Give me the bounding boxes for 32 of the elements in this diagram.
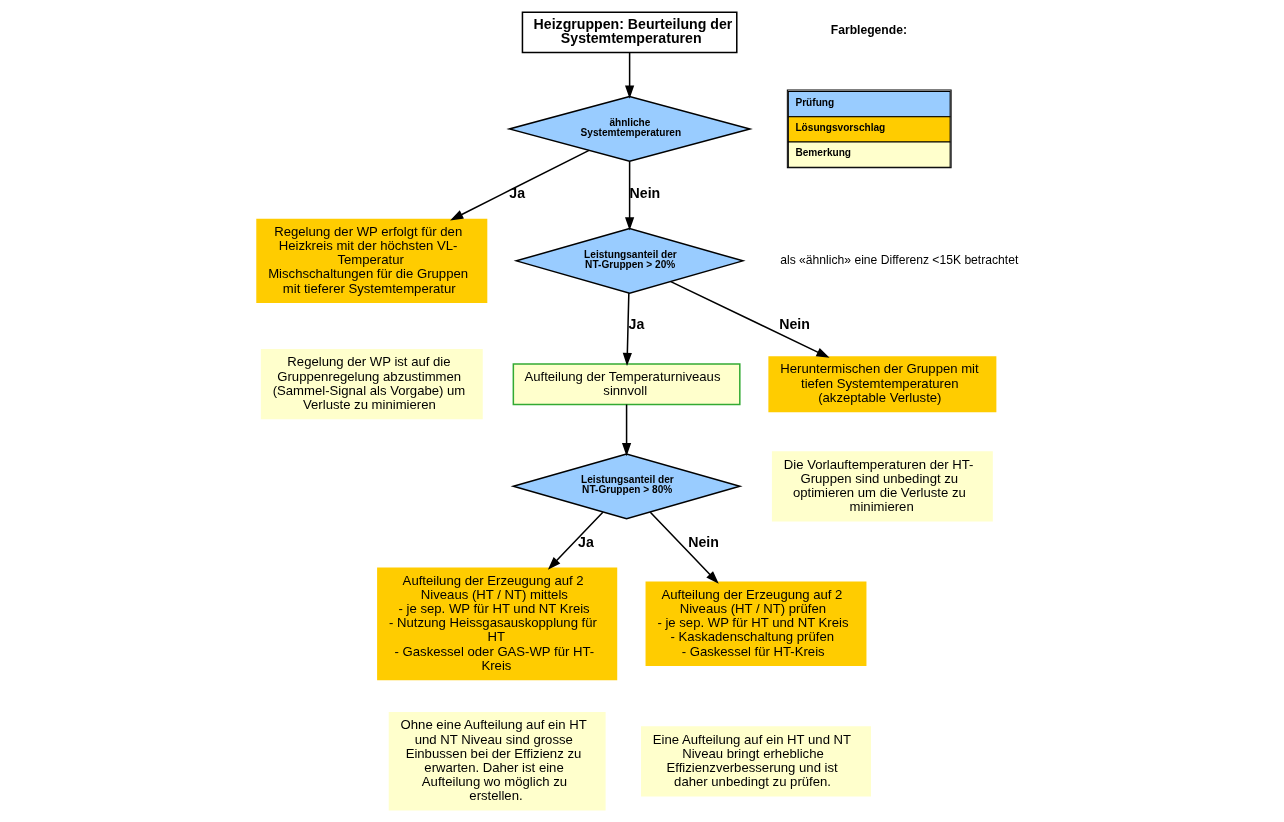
edge-label: Nein [688,534,719,551]
edge-label: Nein [629,185,661,202]
node-box: Aufteilung der Erzeugung auf 2 Niveaus (HT / NT) mittels - je sep. WP für HT und NT Kreis - Nutzung Heissgasauskopplung für HT - Gaskessel oder GAS-WP für HT-Kreis [377,567,618,681]
arrow [670,280,830,358]
node-box: Die Vorlauftemperaturen der HT-Gruppen sind unbedingt zu optimieren um die Verluste zu minimieren [771,451,993,522]
node-box: Ohne eine Aufteilung auf ein HT und NT Niveau sind grosse Einbussen bei der Effizienz zu erwarten. Daher ist eine Aufteilung wo möglich zu erstellen. [388,712,606,811]
legend-label: Prüfung [795,96,835,108]
arrow [450,149,590,221]
node-diamond: ähnliche Systemtemperaturen [506,95,753,163]
legend-label: Bemerkung [795,147,852,159]
node-box: Regelung der WP erfolgt für den Heizkreis mit der höchsten VL-Temperatur Mischschaltungen für die Gruppen mit tieferer Systemtemperatur [256,218,488,304]
legend-label: Lösungsvorschlag [795,121,886,133]
arrow [621,403,632,457]
node-diamond: Leistungsanteil der NT-Gruppen > 80% [510,453,743,520]
arrow [547,511,604,570]
node-box: Regelung der WP ist auf die Gruppenregelung abzustimmen (Sammel-Signal als Vorgabe) um Verluste zu minimieren [260,349,483,420]
arrow [625,160,635,231]
edge-label: Nein [779,315,810,332]
edge-label: Ja [628,315,645,332]
node-box: Aufteilung der Temperaturniveaus sinnvoll [512,363,741,406]
node-box: Heizgruppen: Beurteilung der Systemtemperaturen [521,11,738,54]
node-box: Heruntermischen der Gruppen mit tiefen Systemtemperaturen (akzeptable Verluste) [768,356,997,413]
arrow [625,52,635,99]
label: Farblegende: [830,23,907,38]
node-box: Aufteilung der Erzeugung auf 2 Niveaus (HT / NT) prüfen - je sep. WP für HT und NT Kreis - Kaskadenschaltung prüfen - Gaskessel für HT-Kreis [645,581,867,667]
node-diamond: Leistungsanteil der NT-Gruppen > 20% [513,227,746,294]
arrow [649,511,719,584]
node-box: Eine Aufteilung auf ein HT und NT Niveau bringt erhebliche Effizienzverbesserung und ist daher unbedingt zu prüfen. [641,726,871,797]
edge-label: Ja [509,185,526,202]
edge-label: Ja [578,534,594,551]
label: als «ähnlich» eine Differenz <15K betrachtet [780,252,1019,267]
arrow [622,292,632,367]
